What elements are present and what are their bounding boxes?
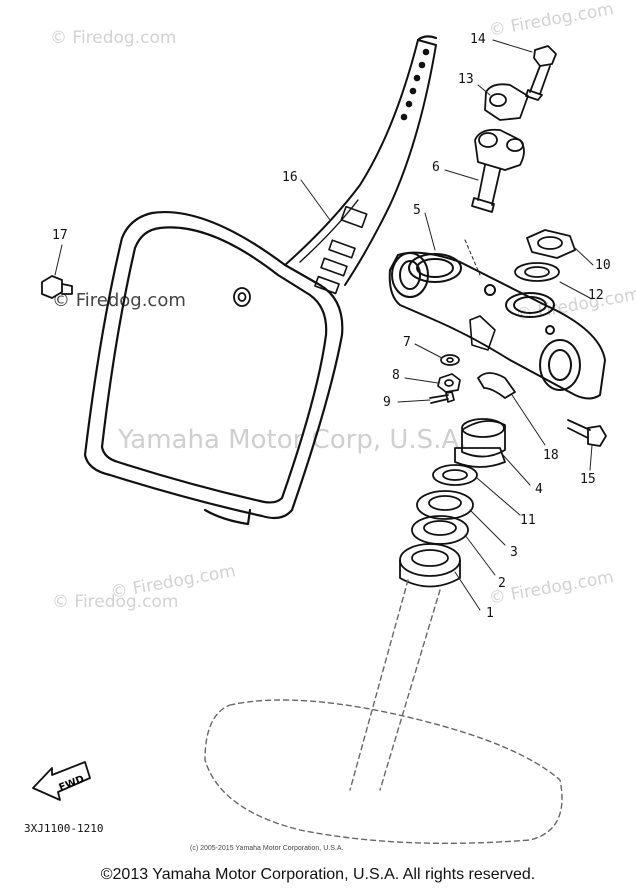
callout-7: 7 <box>403 335 411 350</box>
callout-12: 12 <box>588 288 604 303</box>
cable-guide-18 <box>477 372 516 399</box>
bearing-race-1 <box>399 543 461 588</box>
callout-11: 11 <box>520 513 536 528</box>
bolt-14 <box>525 45 557 101</box>
bearing-2 <box>411 515 469 545</box>
ring-nut-4 <box>454 418 506 468</box>
small-copyright: (c) 2005-2015 Yamaha Motor Corporation, … <box>190 845 344 852</box>
washer-7 <box>440 354 460 366</box>
callout-5: 5 <box>413 203 421 218</box>
footer-copyright: ©2013 Yamaha Motor Corporation, U.S.A. A… <box>100 866 536 883</box>
callout-3: 3 <box>510 545 518 560</box>
callout-2: 2 <box>498 576 506 591</box>
fwd-label: FWD <box>58 774 86 794</box>
callout-17: 17 <box>52 228 68 243</box>
bearing-race-3 <box>416 490 474 520</box>
upper-bracket <box>388 251 606 400</box>
watermark-yamaha: Yamaha Motor Corp, U.S.A. <box>118 425 468 455</box>
callout-14: 14 <box>470 32 486 47</box>
bolt-17 <box>41 275 251 307</box>
fwd-arrow-icon <box>32 761 91 801</box>
callout-13: 13 <box>458 72 474 87</box>
callout-9: 9 <box>383 395 391 410</box>
callout-8: 8 <box>392 368 400 383</box>
nut-8 <box>437 373 461 393</box>
handlebar-holder <box>471 83 529 213</box>
callout-10: 10 <box>595 258 611 273</box>
callout-16: 16 <box>282 170 298 185</box>
callout-15: 15 <box>580 472 596 487</box>
watermark-top-left: © Firedog.com <box>50 28 177 48</box>
callout-6: 6 <box>432 160 440 175</box>
number-plate <box>83 35 438 526</box>
bolt-15 <box>567 419 607 447</box>
diagram-code: 3XJ1100-1210 <box>24 822 104 835</box>
bolt-9 <box>429 391 455 404</box>
watermark-mid-left: © Firedog.com <box>52 290 186 311</box>
ring-nut-11 <box>432 464 478 486</box>
steering-stem <box>204 579 563 845</box>
nut-10 <box>514 229 576 282</box>
watermark-lower-left: © Firedog.com <box>52 592 179 612</box>
callout-1: 1 <box>486 606 494 621</box>
leader-lines <box>54 39 594 611</box>
callout-4: 4 <box>535 482 543 497</box>
callout-18: 18 <box>543 448 559 463</box>
